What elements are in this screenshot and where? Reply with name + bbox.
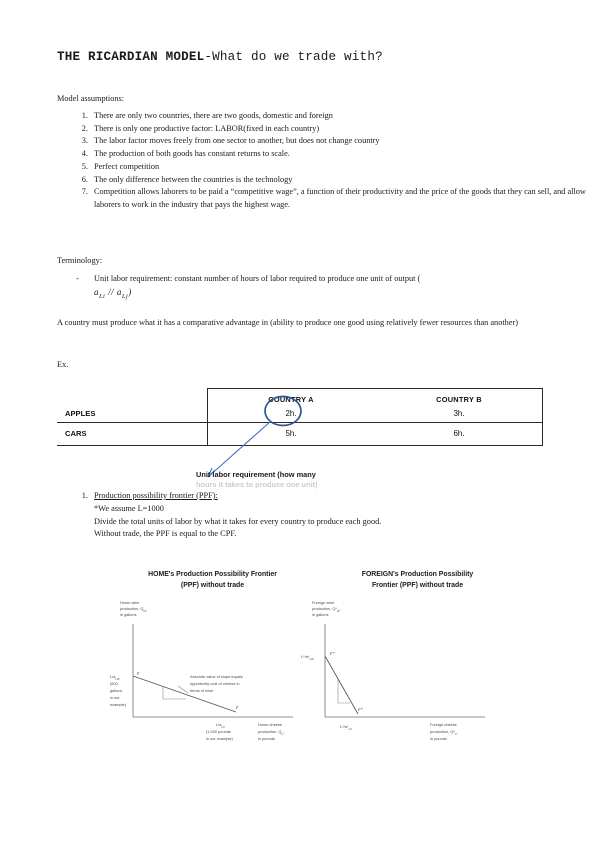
table-rule-top [207, 388, 543, 389]
ppf-heading: Production possibility frontier (PPF): [94, 491, 218, 500]
foreign-y-axis-label-line2: production, Q*W, [312, 606, 341, 613]
figure-title-foreign: FOREIGN's Production Possibility Frontie… [320, 570, 515, 591]
home-annotation-line2: opportunity cost of cheese in [190, 681, 240, 686]
table-row-label-apples: APPLES [65, 409, 96, 418]
terminology-text: Unit labor requirement: constant number … [94, 274, 421, 283]
figure-title-foreign-line2: Frontier (PPF) without trade [371, 581, 464, 589]
assumption-item: The labor factor moves freely from one s… [90, 135, 590, 147]
home-x-axis-label-line2: production, QC, [258, 729, 285, 736]
annotation-caption-line1: Unit labor requirement (how many [196, 470, 316, 479]
terminology-item: Unit labor requirement: constant number … [76, 273, 585, 303]
home-y-axis-label-line3: in gallons [120, 612, 136, 617]
home-point-label-top: F [136, 671, 140, 676]
foreign-x-axis-label-line2: production, Q*C, [430, 729, 458, 736]
table-rule-bottom [57, 445, 543, 446]
home-x-intercept-label: L/aLC [216, 722, 226, 729]
chart-home-ppf: Home wine production, QW, in gallons F F… [110, 600, 293, 741]
ppf-line-divide: Divide the total units of labor by what … [94, 516, 382, 526]
ppf-figures: HOME's Production Possibility Frontier (… [0, 566, 600, 766]
assumption-item: Competition allows laborers to be paid a… [90, 186, 590, 211]
home-y-intercept-note4: example) [110, 702, 127, 707]
math-close-paren: ) [128, 286, 132, 297]
annotation-caption-line2: hours it takes to produce one unit) [196, 479, 318, 489]
home-y-axis-label-line1: Home wine [120, 600, 139, 605]
ppf-line-without-trade: Without trade, the PPF is equal to the C… [94, 529, 237, 539]
page-title-bold: THE RICARDIAN MODEL [57, 50, 205, 64]
page-title: THE RICARDIAN MODEL-What do we trade wit… [57, 50, 383, 64]
figure-title-home-line1: HOME's Production Possibility Frontier [148, 571, 277, 578]
home-annotation-leader-line [177, 685, 189, 694]
math-separator: // [105, 286, 117, 297]
unit-labor-requirement-math: aLi // aLj) [94, 286, 132, 300]
foreign-y-axis-label-line1: Foreign wine [312, 600, 334, 605]
home-point-label-bottom: F [235, 705, 239, 710]
table-rule-middle [57, 422, 543, 423]
home-annotation-line3: terms of wine [190, 688, 213, 693]
table-header-country-b: COUNTRY B [436, 395, 482, 404]
home-x-intercept-note2: in our example) [206, 736, 234, 741]
table-row-label-cars: CARS [65, 429, 87, 438]
home-y-intercept-note1: (500 [110, 681, 119, 686]
assumption-item: The only difference between the countrie… [90, 174, 590, 186]
home-x-axis-label-line1: Home cheese [258, 722, 282, 727]
ppf-section-list: Production possibility frontier (PPF): *… [57, 490, 590, 541]
assumptions-heading: Model assumptions: [57, 94, 125, 103]
table-cell-apples-country-b: 3h. [453, 409, 465, 418]
table-cell-cars-country-b: 6h. [453, 429, 465, 438]
page-title-rest: -What do we trade with? [204, 50, 383, 64]
ppf-section-item: Production possibility frontier (PPF): *… [90, 490, 590, 541]
unit-labor-requirement-table: COUNTRY A COUNTRY B APPLES 2h. 3h. CARS … [57, 388, 543, 446]
assumption-item: There are only two countries, there are … [90, 110, 590, 122]
chart-foreign-ppf: Foreign wine production, Q*W, in gallons… [301, 600, 485, 741]
home-x-intercept-note1: (1,000 pounds [206, 729, 231, 734]
assumption-item: The production of both goods has constan… [90, 148, 590, 160]
home-x-axis-label-line3: in pounds [258, 736, 275, 741]
annotation-caption: Unit labor requirement (how many hours i… [196, 470, 318, 489]
math-a-home: a [94, 286, 99, 297]
assumption-item: There is only one productive factor: LAB… [90, 123, 590, 135]
figure-title-foreign-line1: FOREIGN's Production Possibility [361, 571, 474, 578]
comparative-advantage-paragraph: A country must produce what it has a com… [57, 318, 519, 327]
assumption-item: Perfect competition [90, 161, 590, 173]
home-annotation-line1: Absolute value of slope equals [190, 674, 243, 679]
home-slope-triangle-icon [162, 686, 186, 700]
figure-title-home: HOME's Production Possibility Frontier (… [110, 570, 315, 591]
home-ppf-line [132, 675, 237, 713]
example-label: Ex. [57, 360, 69, 369]
figure-title-home-line2: (PPF) without trade [180, 581, 245, 589]
foreign-slope-triangle-icon [337, 679, 350, 704]
table-cell-cars-country-a: 5h. [285, 429, 297, 438]
ppf-line-assume: *We assume L=1000 [94, 503, 164, 513]
foreign-x-intercept-label: L*/a*LC [340, 724, 353, 731]
foreign-ppf-line [324, 655, 359, 715]
math-a-foreign-sub: Lj [121, 292, 129, 300]
math-a-home-sub: Li [99, 292, 106, 300]
home-y-axis-label-line2: production, QW, [120, 606, 147, 613]
foreign-y-axis-label-line3: in gallons [312, 612, 328, 617]
foreign-y-intercept-label: L*/a*LW [301, 654, 314, 661]
home-y-intercept-note2: gallons [110, 688, 122, 693]
foreign-point-label-top: F* [329, 651, 336, 656]
math-a-foreign: a [116, 286, 122, 297]
table-cell-apples-country-a: 2h. [285, 409, 297, 418]
foreign-point-label-bottom: F* [357, 707, 364, 712]
assumptions-list: There are only two countries, there are … [57, 110, 590, 211]
foreign-x-axis-label-line1: Foreign cheese [430, 722, 457, 727]
table-header-country-a: COUNTRY A [268, 395, 314, 404]
foreign-x-axis-label-line3: in pounds [430, 736, 447, 741]
home-y-intercept-note3: in our [110, 695, 120, 700]
terminology-list: Unit labor requirement: constant number … [57, 273, 585, 303]
terminology-heading: Terminology: [57, 256, 103, 265]
home-y-intercept-label: L/aLW [110, 674, 120, 681]
